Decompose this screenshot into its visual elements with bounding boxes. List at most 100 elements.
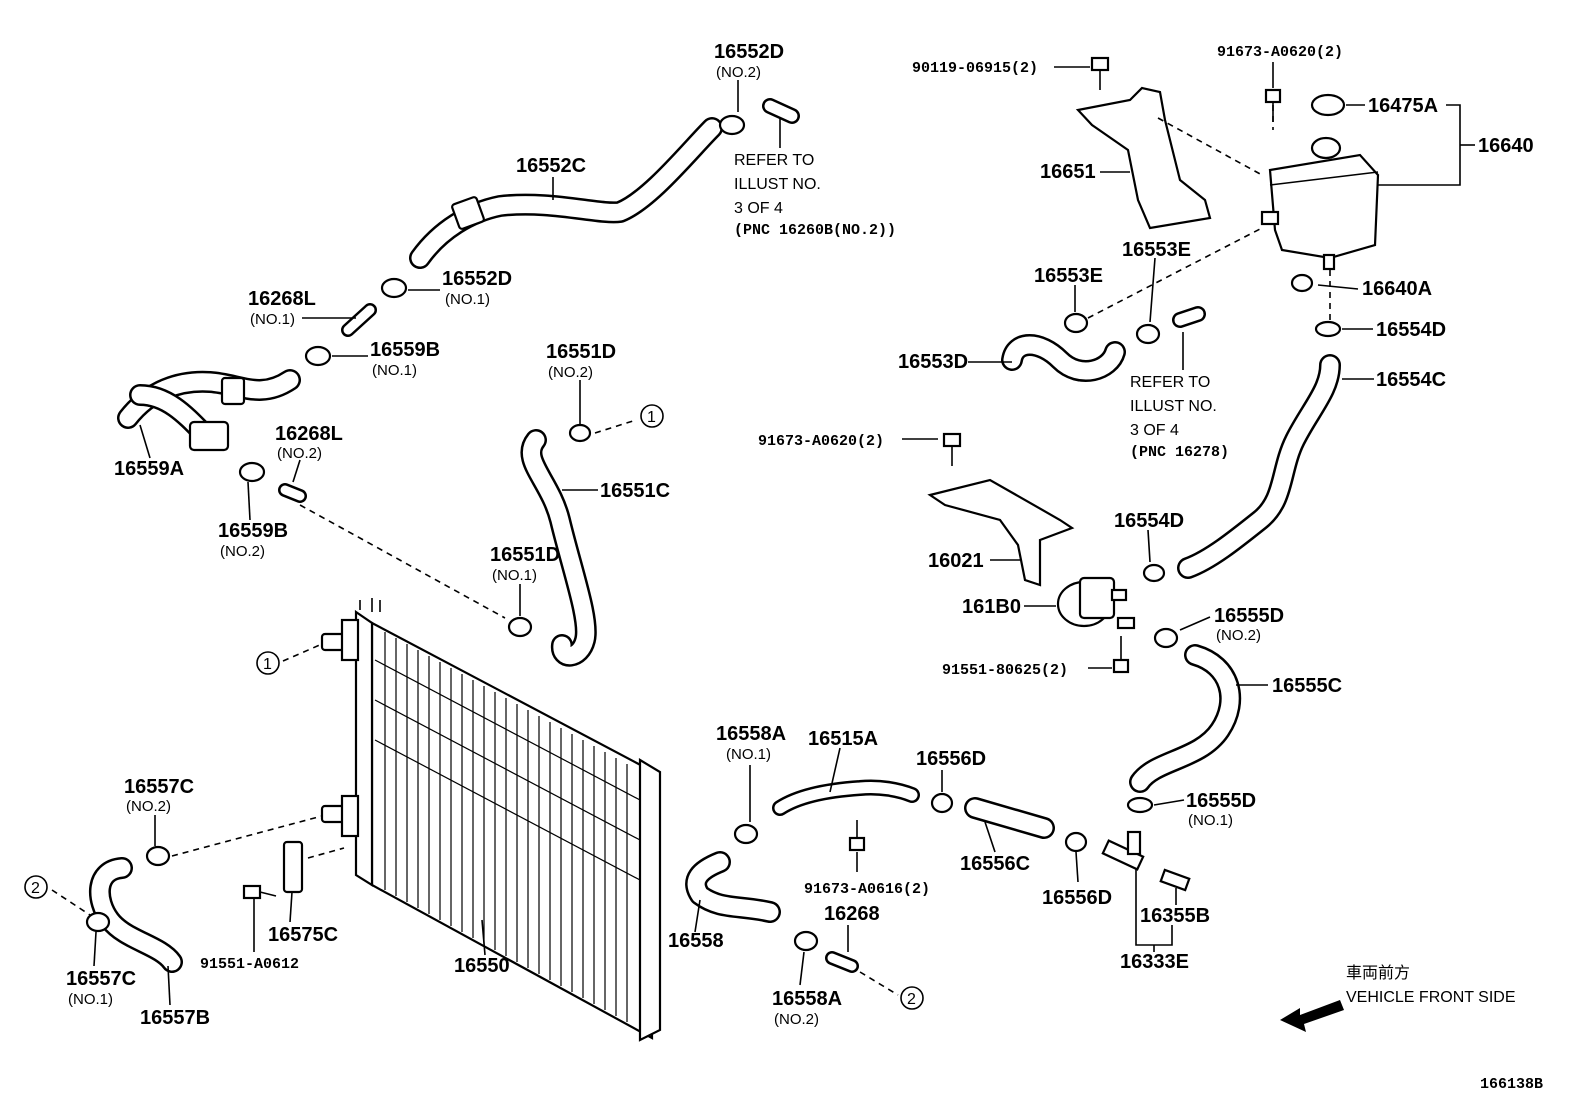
leader-lines	[93, 62, 1475, 1006]
label-16558A-no2: 16558A	[772, 988, 842, 1010]
hose-16552C	[409, 117, 723, 269]
label-90119-06915: 90119-06915(2)	[912, 60, 1038, 77]
bracket-16651	[1075, 86, 1212, 230]
sublabel-16557C-no1: (NO.1)	[68, 991, 113, 1008]
svg-text:2: 2	[907, 991, 916, 1008]
hose-16556C	[964, 797, 1055, 839]
label-16554D-top: 16554D	[1376, 319, 1446, 341]
label-16558A-no1: 16558A	[716, 723, 786, 745]
sublabel-16552D-no2: (NO.2)	[716, 64, 761, 81]
label-16559A: 16559A	[114, 458, 184, 480]
sublabel-16559B-no1: (NO.1)	[372, 362, 417, 379]
label-16640: 16640	[1478, 135, 1534, 157]
svg-text:3 OF 4: 3 OF 4	[1130, 422, 1179, 439]
sublabel-16555D-no1: (NO.1)	[1188, 812, 1233, 829]
label-16553E-right: 16553E	[1122, 239, 1191, 261]
sublabel-16551D-no2: (NO.2)	[548, 364, 593, 381]
label-16551D-no1: 16551D	[490, 544, 560, 566]
circle-markers: 1 1 2 2	[24, 404, 924, 1010]
label-16557C-no2: 16557C	[124, 776, 194, 798]
clamps	[85, 114, 1342, 952]
marker-2-left: 2	[24, 875, 48, 899]
label-16559B-no2: 16559B	[218, 520, 288, 542]
hose-16558	[685, 851, 781, 923]
label-16553D: 16553D	[898, 351, 968, 373]
sublabel-16558A-no2: (NO.2)	[774, 1011, 819, 1028]
hose-16554C	[1177, 354, 1341, 579]
sublabel-16268L-no2: (NO.2)	[277, 445, 322, 462]
label-16268L-no1: 16268L	[248, 288, 316, 310]
direction-en: VEHICLE FRONT SIDE	[1346, 989, 1516, 1006]
label-16559B-no1: 16559B	[370, 339, 440, 361]
sublabel-16559B-no2: (NO.2)	[220, 543, 265, 560]
sublabel-16551D-no1: (NO.1)	[492, 567, 537, 584]
water-pump-161B0	[1056, 576, 1136, 630]
label-16640A: 16640A	[1362, 278, 1432, 300]
label-16554D-mid: 16554D	[1114, 510, 1184, 532]
label-16556C: 16556C	[960, 853, 1030, 875]
label-16475A: 16475A	[1368, 95, 1438, 117]
label-16556D-bottom: 16556D	[1042, 887, 1112, 909]
marker-1-left: 1	[256, 651, 280, 675]
direction-jp: 車両前方	[1346, 964, 1410, 982]
sublabel-16558A-no1: (NO.1)	[726, 746, 771, 763]
sublabel-16555D-no2: (NO.2)	[1216, 627, 1261, 644]
hose-16555C	[1129, 644, 1242, 793]
label-16557C-no1: 16557C	[66, 968, 136, 990]
label-16552C: 16552C	[516, 155, 586, 177]
label-16553E-left: 16553E	[1034, 265, 1103, 287]
marker-2-lower: 2	[900, 986, 924, 1010]
sublabel-16552D-no1: (NO.1)	[445, 291, 490, 308]
dashed-lines	[51, 105, 1331, 996]
label-16355B: 16355B	[1140, 905, 1210, 927]
hose-16559A	[117, 369, 301, 452]
label-16268: 16268	[824, 903, 880, 925]
label-16550: 16550	[454, 955, 510, 977]
svg-text:ILLUST NO.: ILLUST NO.	[734, 176, 821, 193]
label-16556D-top: 16556D	[916, 748, 986, 770]
label-91551-80625: 91551-80625(2)	[942, 662, 1068, 679]
refer-note-1: REFER TO ILLUST NO. 3 OF 4 (PNC 16260B(N…	[734, 152, 896, 239]
marker-1-upper: 1	[640, 404, 664, 428]
sublabel-16268L-no1: (NO.1)	[250, 311, 295, 328]
label-16554C: 16554C	[1376, 369, 1446, 391]
svg-text:REFER TO: REFER TO	[734, 152, 814, 169]
label-16558: 16558	[668, 930, 724, 952]
svg-text:REFER TO: REFER TO	[1130, 374, 1210, 391]
pipe-16515A	[772, 779, 920, 816]
hose-16553D	[1001, 334, 1126, 382]
front-arrow-icon	[1280, 1000, 1344, 1032]
label-16551C: 16551C	[600, 480, 670, 502]
bracket-16021	[927, 478, 1075, 587]
label-16551D-no2: 16551D	[546, 341, 616, 363]
label-16552D-no1: 16552D	[442, 268, 512, 290]
hose-16557B	[88, 857, 183, 973]
radiator	[320, 598, 662, 1042]
part-labels: 16552D (NO.2) 16552C 16552D (NO.1) 16268…	[66, 41, 1534, 1029]
label-16333E: 16333E	[1120, 951, 1189, 973]
hose-16551C	[520, 429, 597, 667]
bolts	[242, 56, 1282, 900]
label-16552D-no2: 16552D	[714, 41, 784, 63]
sublabel-16557C-no2: (NO.2)	[126, 798, 171, 815]
label-161B0: 161B0	[962, 596, 1021, 618]
svg-text:(PNC 16278): (PNC 16278)	[1130, 444, 1229, 461]
refer-note-2: REFER TO ILLUST NO. 3 OF 4 (PNC 16278)	[1130, 374, 1229, 461]
svg-text:ILLUST NO.: ILLUST NO.	[1130, 398, 1217, 415]
figure-id: 166138B	[1480, 1076, 1543, 1093]
label-16268L-no2: 16268L	[275, 423, 343, 445]
label-16555D-no2: 16555D	[1214, 605, 1284, 627]
joint-16333E	[1101, 830, 1191, 892]
label-16555D-no1: 16555D	[1186, 790, 1256, 812]
svg-text:1: 1	[263, 656, 272, 673]
label-91673-A0620-mid: 91673-A0620(2)	[758, 433, 884, 450]
label-16557B: 16557B	[140, 1007, 210, 1029]
reserve-tank	[1260, 93, 1380, 293]
label-16515A: 16515A	[808, 728, 878, 750]
svg-text:1: 1	[647, 409, 656, 426]
label-16021: 16021	[928, 550, 984, 572]
label-91551-A0612: 91551-A0612	[200, 956, 299, 973]
svg-text:(PNC 16260B(NO.2)): (PNC 16260B(NO.2))	[734, 222, 896, 239]
svg-text:2: 2	[31, 880, 40, 897]
